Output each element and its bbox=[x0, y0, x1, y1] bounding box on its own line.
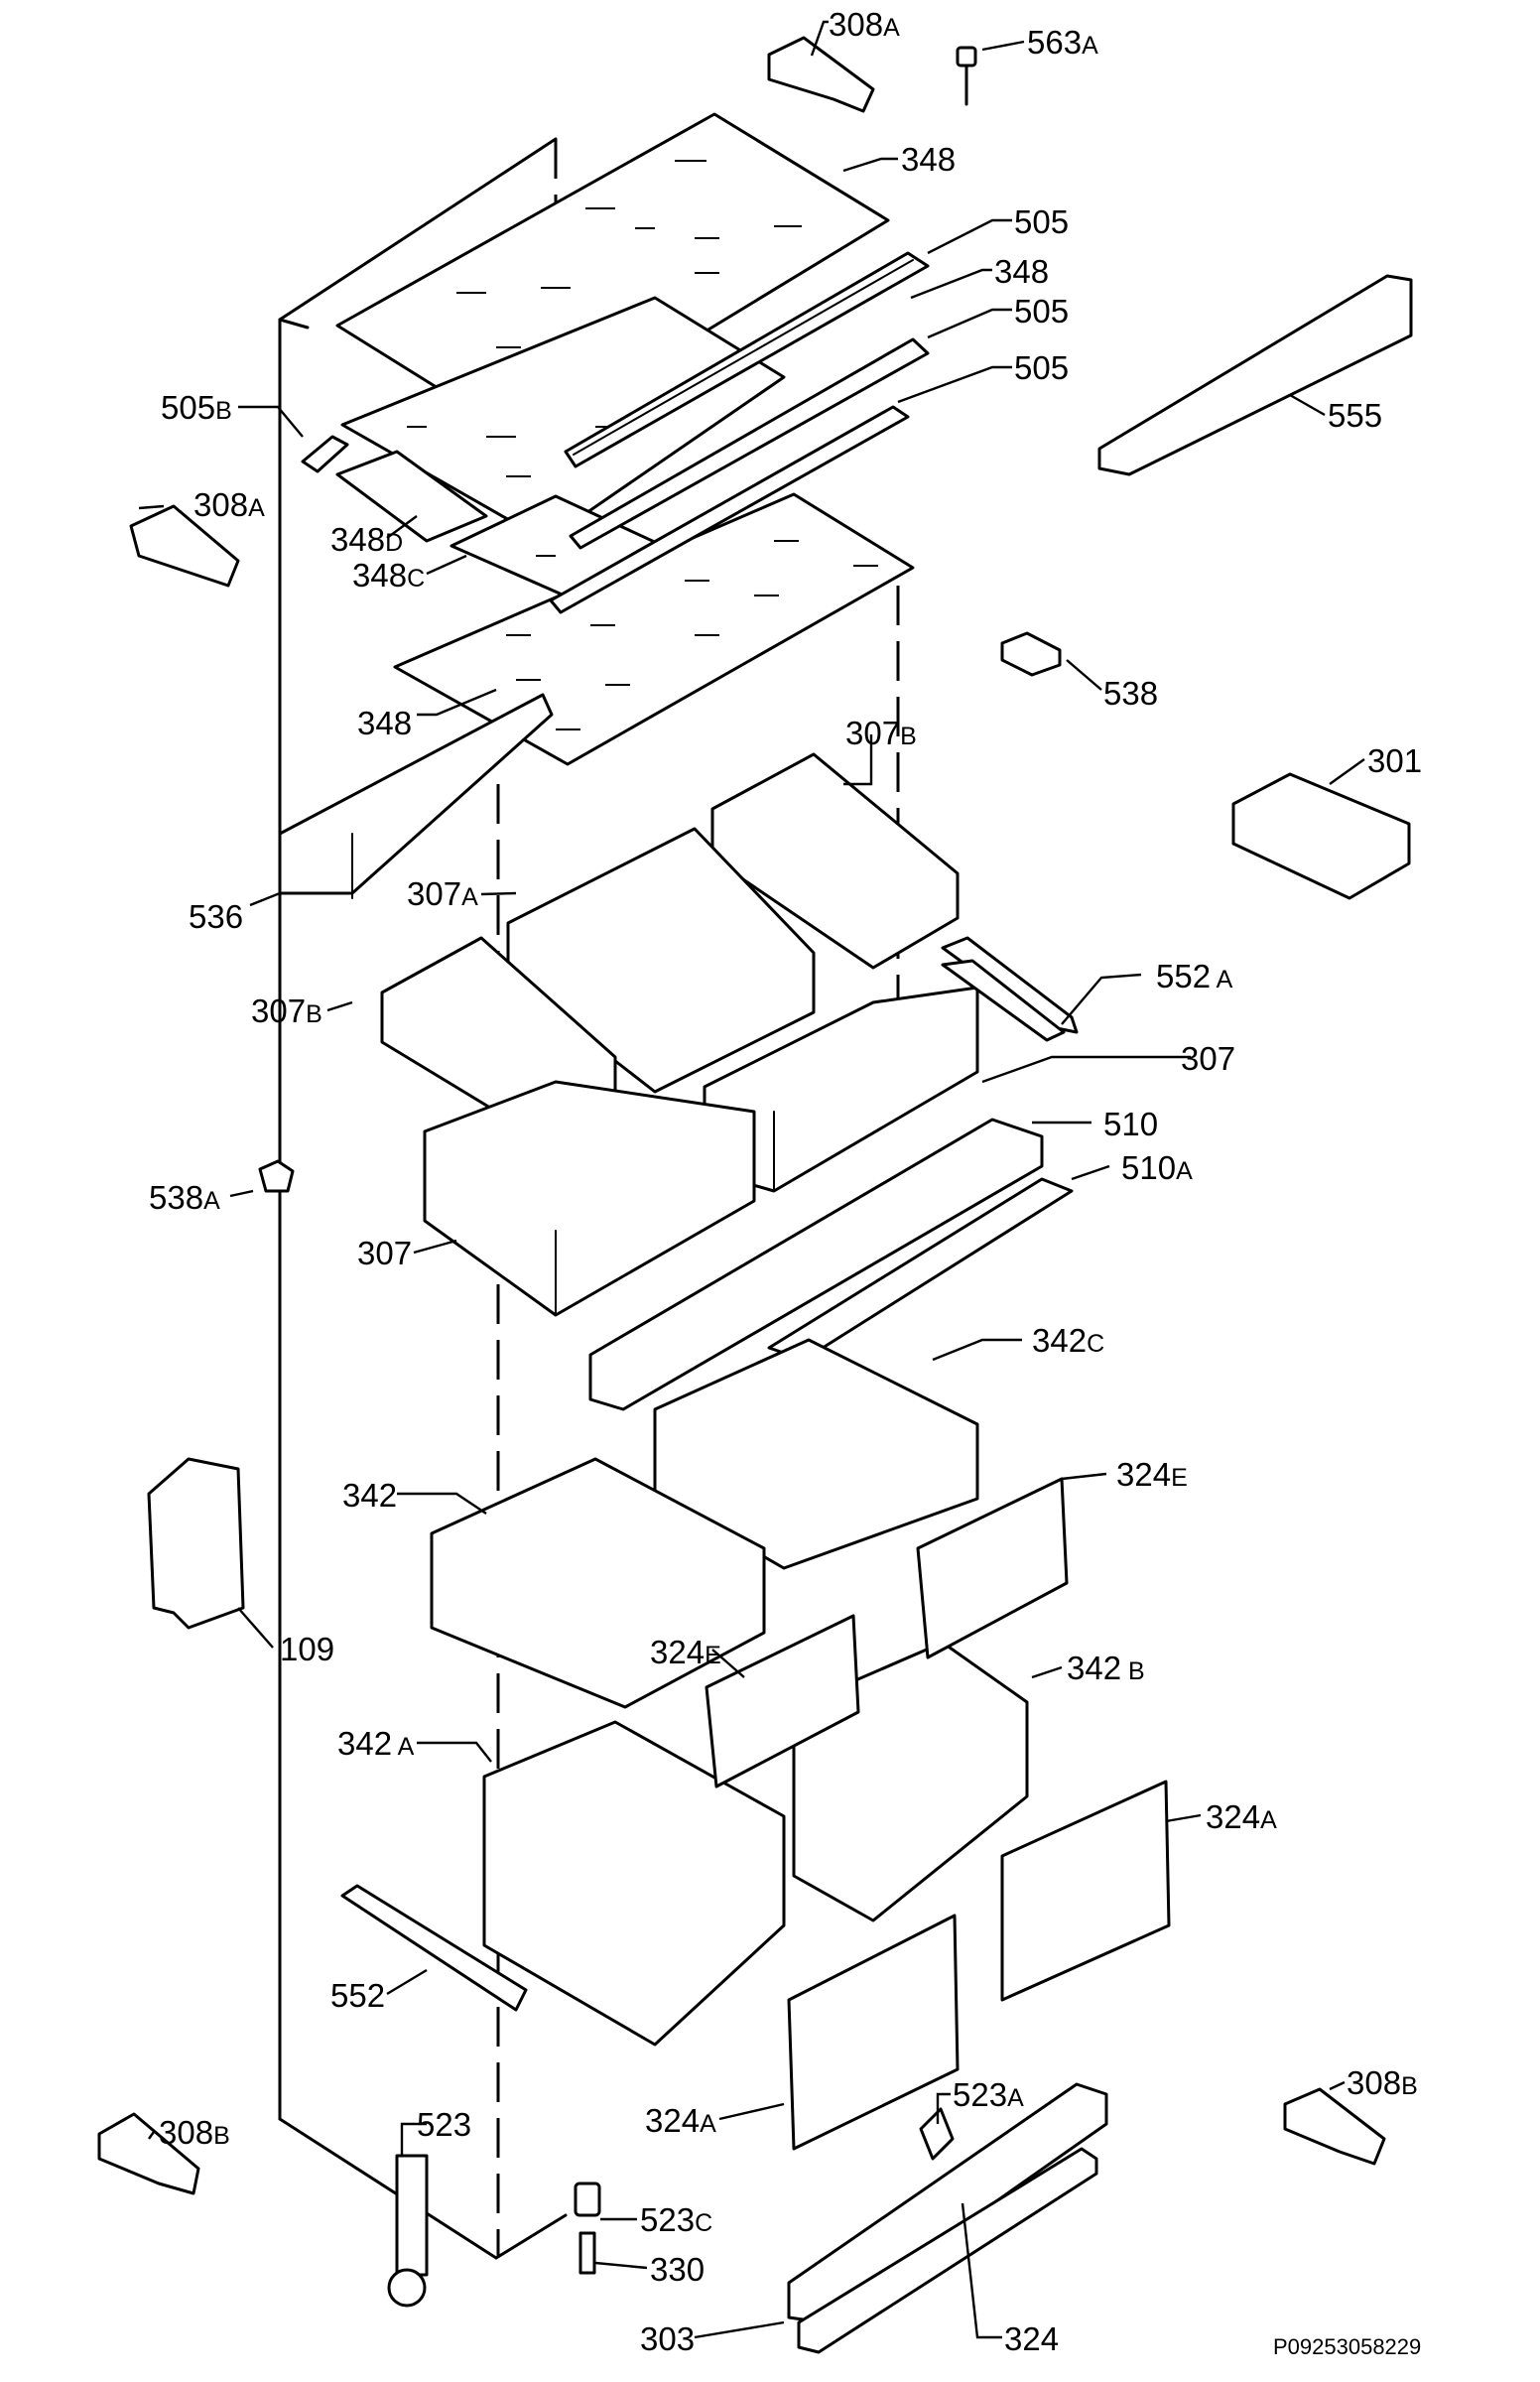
label-348d: 348D bbox=[330, 521, 403, 558]
label-563a: 563A bbox=[1027, 24, 1098, 61]
screw-563a bbox=[956, 46, 977, 106]
label-324a-left: 324A bbox=[645, 2102, 716, 2139]
label-308b-right: 308B bbox=[1347, 2064, 1418, 2101]
shelf-trim-505b bbox=[301, 435, 349, 473]
label-324e-right: 324E bbox=[1116, 1456, 1188, 1493]
label-307-left: 307 bbox=[357, 1235, 412, 1271]
label-505b: 505B bbox=[161, 389, 232, 426]
label-523c: 523C bbox=[640, 2201, 712, 2238]
label-307-right: 307 bbox=[1181, 1040, 1235, 1077]
label-342b: 342 B bbox=[1067, 1650, 1145, 1686]
callout-labels: 308A 563A 348 505 348 505 505 505B 555 3… bbox=[149, 6, 1422, 2357]
glass-shelf-348d bbox=[335, 450, 488, 543]
rail-552 bbox=[340, 1884, 528, 2012]
label-505-2: 505 bbox=[1014, 293, 1069, 330]
label-307a: 307A bbox=[407, 875, 478, 912]
label-348-top: 348 bbox=[901, 141, 956, 178]
shelf-trim-505-1 bbox=[564, 251, 930, 468]
shelf-trim-505-2 bbox=[569, 337, 930, 550]
flap-324e-right bbox=[916, 1477, 1069, 1659]
shelf-trim-505-3 bbox=[549, 405, 910, 614]
flap-324e-mid bbox=[705, 1614, 860, 1788]
label-324a-right: 324A bbox=[1206, 1798, 1277, 1835]
control-panel-510 bbox=[588, 1118, 1044, 1411]
plinth-303 bbox=[787, 2082, 1108, 2324]
label-505-1: 505 bbox=[1014, 203, 1069, 240]
leader-lines bbox=[138, 20, 1365, 2339]
drawer-307-left bbox=[423, 1080, 756, 1317]
clip-538a bbox=[258, 1159, 295, 1193]
label-307b-top: 307B bbox=[845, 715, 917, 751]
label-505-3: 505 bbox=[1014, 349, 1069, 386]
label-109: 109 bbox=[280, 1631, 334, 1667]
cover-109 bbox=[147, 1457, 245, 1630]
hinge-308b-right bbox=[1283, 2087, 1386, 2166]
label-324e-mid: 324E bbox=[650, 1634, 721, 1670]
reference-code: P09253058229 bbox=[1273, 2334, 1421, 2359]
screw-330 bbox=[578, 2231, 596, 2275]
label-348-low: 348 bbox=[357, 705, 412, 741]
label-348-second: 348 bbox=[994, 253, 1049, 290]
label-538: 538 bbox=[1103, 675, 1158, 712]
basket-342a bbox=[482, 1720, 786, 2047]
label-342: 342 bbox=[342, 1477, 397, 1514]
label-510a: 510A bbox=[1121, 1149, 1193, 1186]
shelf-support-536 bbox=[278, 693, 554, 899]
label-303: 303 bbox=[640, 2320, 695, 2357]
basket-342 bbox=[430, 1457, 766, 1709]
label-552a: 552 A bbox=[1156, 958, 1233, 994]
hinge-308a-left bbox=[129, 504, 240, 588]
label-324-bottom: 324 bbox=[1004, 2320, 1059, 2357]
label-538a: 538A bbox=[149, 1179, 220, 1216]
plinth-trim-324 bbox=[797, 2147, 1098, 2354]
label-342c: 342C bbox=[1032, 1322, 1104, 1359]
label-308a-top: 308A bbox=[829, 6, 900, 43]
label-301: 301 bbox=[1367, 742, 1422, 779]
bracket-523a bbox=[919, 2107, 955, 2161]
label-308b-left: 308B bbox=[159, 2114, 230, 2151]
label-523: 523 bbox=[417, 2106, 471, 2143]
ice-tray-301 bbox=[1231, 772, 1411, 900]
label-555: 555 bbox=[1328, 397, 1382, 434]
support-523 bbox=[387, 2154, 429, 2308]
clip-538 bbox=[1000, 631, 1062, 677]
label-348c: 348C bbox=[352, 557, 425, 594]
label-510: 510 bbox=[1103, 1106, 1158, 1142]
front-324a-left bbox=[787, 1914, 960, 2151]
bush-523c bbox=[574, 2182, 601, 2217]
label-342a: 342 A bbox=[337, 1725, 415, 1762]
label-523a: 523A bbox=[953, 2076, 1024, 2113]
label-307b-left: 307B bbox=[251, 992, 322, 1029]
label-552: 552 bbox=[330, 1977, 385, 2014]
hinge-308b-left bbox=[97, 2112, 200, 2195]
label-536: 536 bbox=[189, 898, 243, 935]
label-308a-left: 308A bbox=[193, 486, 265, 523]
hinge-308a-top bbox=[767, 36, 875, 113]
front-324a-right bbox=[1000, 1780, 1171, 2002]
shelf-trim-555 bbox=[1097, 274, 1413, 476]
rail-552a bbox=[941, 936, 1079, 1042]
label-330: 330 bbox=[650, 2251, 705, 2288]
